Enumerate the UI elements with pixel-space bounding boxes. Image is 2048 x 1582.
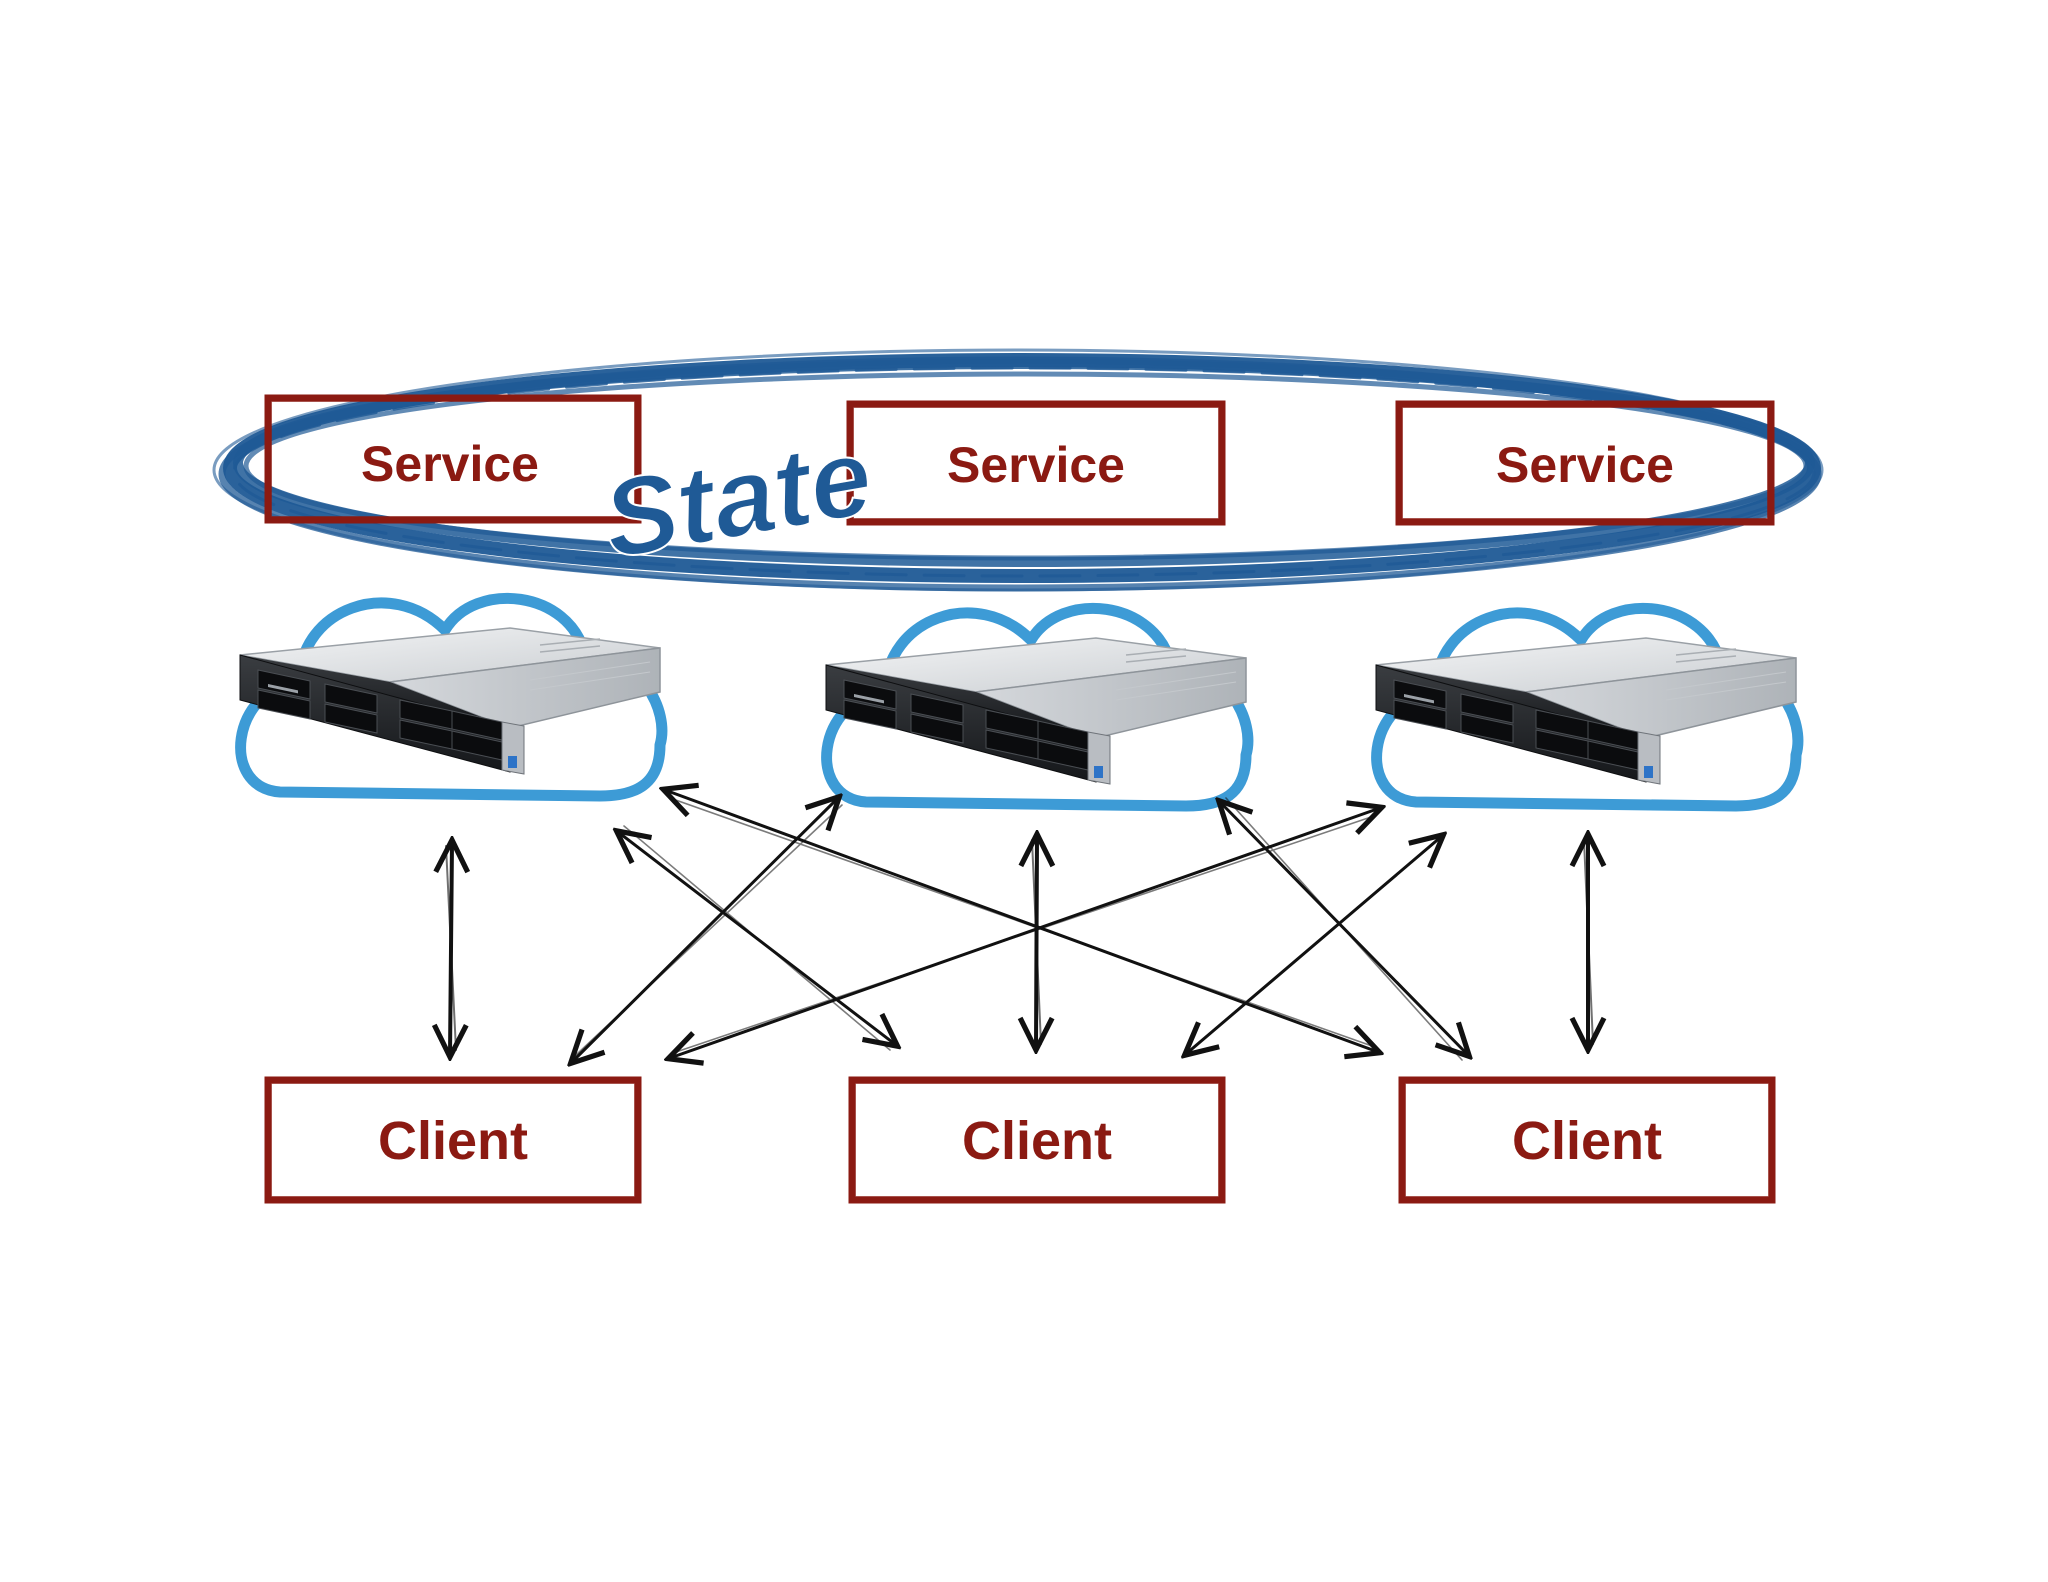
arrow-diagonal-3 <box>665 790 1378 1052</box>
service-label-2: Service <box>947 437 1125 493</box>
server-node-2 <box>826 608 1248 806</box>
server-node-1 <box>240 598 662 796</box>
client-box-3: Client <box>1398 1076 1776 1204</box>
arrow-diagonal-4 <box>670 808 1380 1058</box>
state-ring <box>212 348 1824 592</box>
client-box-2: Client <box>848 1076 1226 1204</box>
server-node-3 <box>1376 608 1798 806</box>
client-label-3: Client <box>1512 1111 1662 1171</box>
service-box-2: Service <box>846 400 1226 526</box>
client-label-1: Client <box>378 1111 528 1171</box>
service-box-3: Service <box>1395 400 1775 526</box>
client-label-2: Client <box>962 1111 1112 1171</box>
service-label-1: Service <box>361 436 539 492</box>
client-box-1: Client <box>264 1076 642 1204</box>
service-label-3: Service <box>1496 437 1674 493</box>
service-box-1: Service <box>264 394 642 524</box>
connection-arrows <box>446 790 1593 1062</box>
